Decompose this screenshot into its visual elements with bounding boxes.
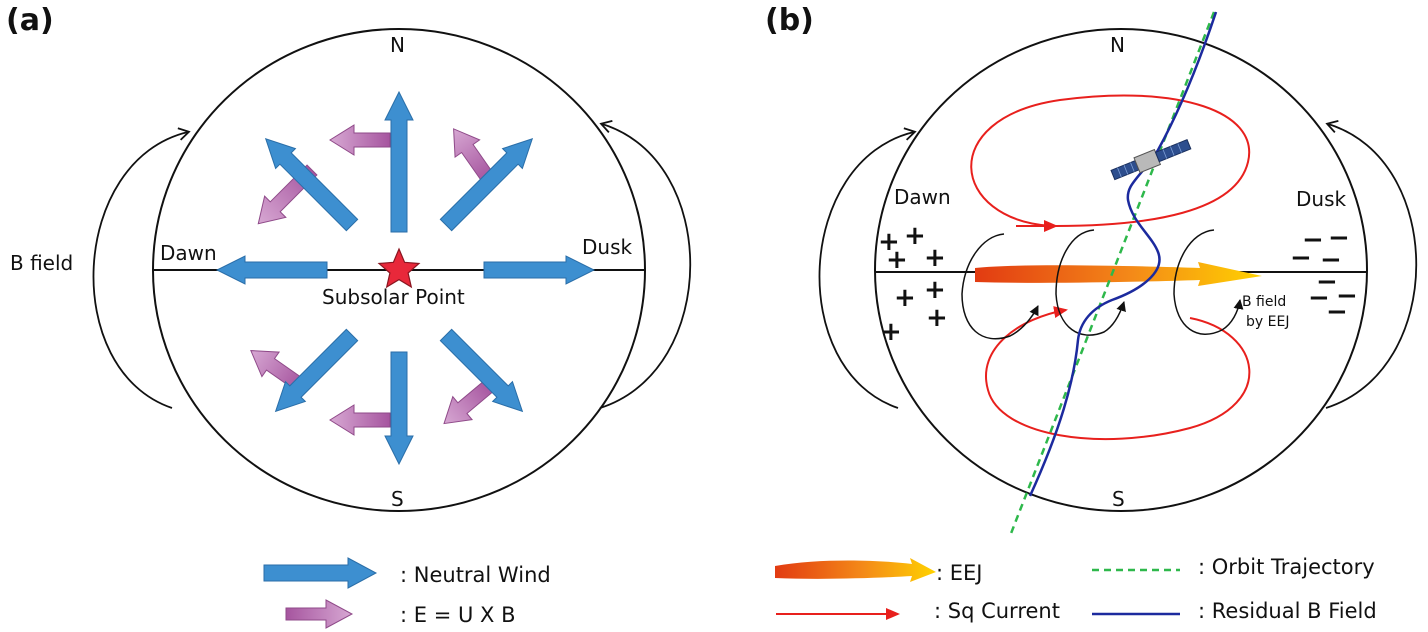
minus-sign: − [1316,267,1338,297]
sq-current-south [985,306,1251,441]
eej-b-field-label-line2: by EEJ [1246,314,1289,330]
minus-sign: − [1320,245,1342,275]
wind-arrow-west [215,255,328,285]
satellite-icon [1110,138,1192,181]
wind-arrow-north [384,90,414,233]
eej-b-field-curls [961,229,1244,340]
plus-sign: + [924,243,946,273]
south-label-b: S [1112,487,1125,511]
legend-orbit-label: : Orbit Trajectory [1198,555,1375,579]
eej-curl-2 [1055,229,1126,336]
legend-neutral-wind-swatch [263,557,378,589]
panel-b: (b) N S Dawn Dusk B field by EEJ + + + [765,3,1418,623]
north-label-b: N [1110,33,1125,57]
legend-b: : EEJ : Sq Current : Orbit Trajectory : … [775,555,1377,623]
wind-arrow-east [483,255,596,285]
plus-sign: + [880,317,902,347]
minus-sign: − [1308,283,1330,313]
e-arrow-sw [250,350,305,392]
e-arrow-west-upper [257,164,318,225]
panel-a-label: (a) [6,3,54,38]
eej-curl-1 [961,233,1039,340]
minus-sign: − [1290,243,1312,273]
minus-sign: − [1326,297,1348,327]
subsolar-star-icon [377,247,421,289]
dusk-label-b: Dusk [1296,187,1346,211]
south-label-a: S [391,487,404,511]
eej-curl-3 [1173,229,1244,335]
minus-sign: − [1302,225,1324,255]
plus-sign: + [894,283,916,313]
dawn-label-b: Dawn [894,185,951,209]
legend-e-field-swatch [285,599,354,629]
panel-b-label: (b) [765,3,814,38]
legend-e-field-label: : E = U X B [400,603,515,627]
legend-eej-label: : EEJ [936,561,982,585]
dusk-label-a: Dusk [582,235,632,259]
dusk-charges: − − − − − − − − [1290,223,1358,327]
b-field-label: B field [10,251,73,275]
b-field-loop-west [92,127,191,409]
subsolar-label: Subsolar Point [322,285,465,309]
plus-sign: + [924,275,946,305]
legend-neutral-wind-label: : Neutral Wind [400,563,551,587]
legend-a: : Neutral Wind : E = U X B [263,557,551,629]
legend-eej-swatch [775,558,936,582]
neutral-wind-arrows [215,90,596,466]
wind-arrow-south [384,351,414,466]
north-label-a: N [390,33,405,57]
panel-a: (a) N S Dawn Dusk B field Subsolar Point [6,3,692,629]
wind-arrow-southeast [439,328,524,413]
wind-arrow-southwest [274,328,359,413]
b-field-loop-east-b [1325,120,1418,409]
globe-b [874,28,1368,512]
orbit-trajectory [1008,11,1216,537]
sq-current-north [970,94,1251,227]
minus-sign: − [1336,281,1358,311]
wind-arrow-northwest [264,137,359,232]
wind-arrow-northeast [439,137,534,232]
b-field-loop-east [599,120,692,409]
e-arrow-s [329,404,391,436]
residual-b-field [1028,11,1218,497]
b-field-loop-west-b [818,127,917,409]
minus-sign: − [1328,223,1350,253]
e-arrow-nw-top [329,124,391,156]
e-field-arrows [250,124,496,436]
eej-b-field-label-line1: B field [1242,294,1286,310]
legend-sq-label: : Sq Current [934,599,1060,623]
eej-current [975,262,1262,286]
legend-residual-label: : Residual B Field [1198,599,1377,623]
plus-sign: + [904,221,926,251]
e-arrow-se [443,378,496,425]
plus-sign: + [886,245,908,275]
plus-sign: + [878,227,900,257]
plus-sign: + [926,303,948,333]
dawn-label-a: Dawn [160,241,217,265]
dawn-charges: + + + + + + + + [878,221,948,347]
